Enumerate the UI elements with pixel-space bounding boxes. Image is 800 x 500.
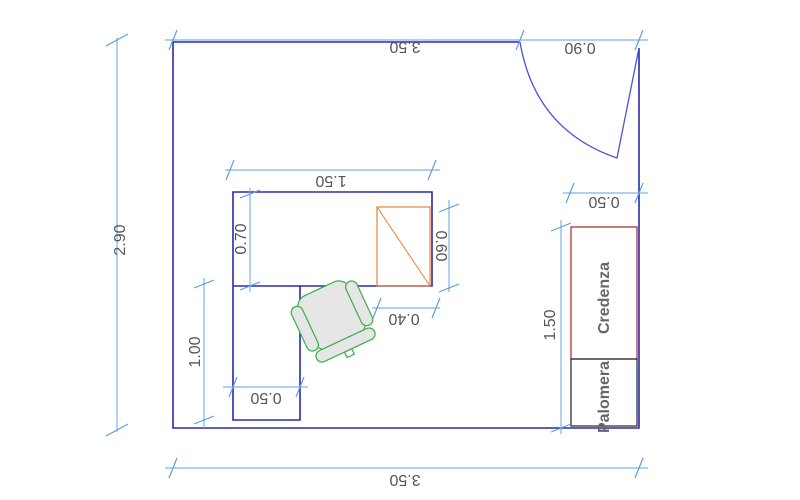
drawer-unit — [376, 206, 431, 287]
dim-room-width-bottom: 3.50 — [389, 471, 420, 488]
palomera — [570, 358, 638, 427]
office-chair — [290, 280, 376, 363]
dim-room-width-top: 3.50 — [389, 38, 420, 55]
credenza-label: Credenza — [596, 262, 613, 334]
door-swing — [519, 41, 640, 159]
dim-cabinet-length: 1.50 — [542, 309, 559, 340]
dim-door-width: 0.90 — [564, 39, 595, 56]
room-walls — [172, 41, 640, 429]
palomera-label: Palomera — [596, 361, 613, 433]
dim-room-height: 2.90 — [112, 224, 129, 255]
dim-desk-return-length: 1.00 — [187, 336, 204, 367]
dimension-lines — [105, 29, 648, 479]
dim-desk-return-width: 0.50 — [250, 389, 281, 406]
dim-desk-depth: 0.70 — [233, 223, 250, 254]
dim-drawer-width: 0.40 — [388, 310, 419, 327]
dim-desk-width: 1.50 — [315, 172, 346, 189]
dim-drawer-height: 0.60 — [432, 230, 449, 261]
dim-cabinet-depth: 0.50 — [588, 193, 619, 210]
